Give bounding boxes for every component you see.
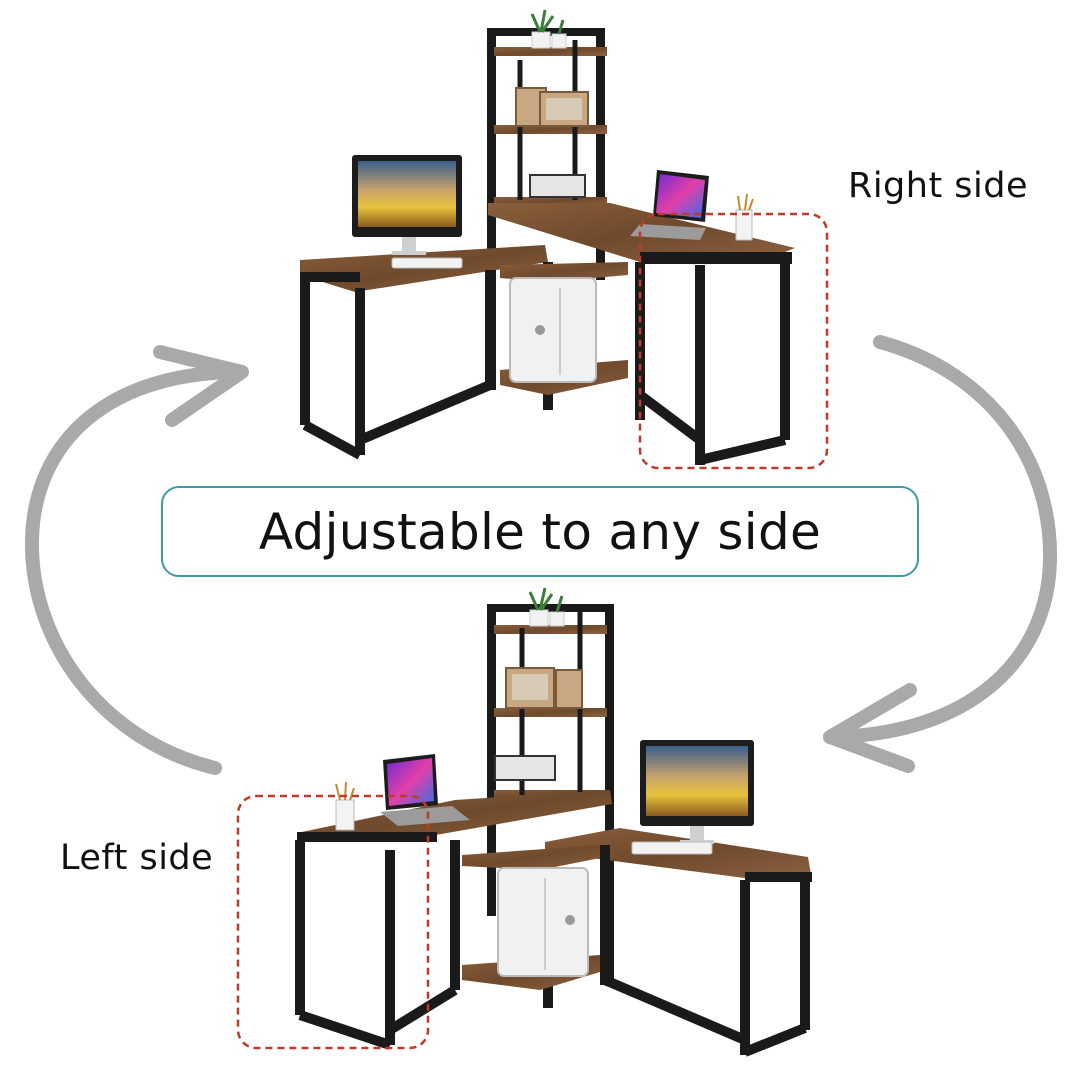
monitor-icon	[631, 740, 754, 855]
picture-frame-icon	[505, 667, 583, 709]
banner-text: Adjustable to any side	[258, 502, 822, 561]
curved-arrow-right-icon	[823, 335, 1058, 773]
pc-tower-icon	[497, 867, 589, 977]
tray-stack	[529, 174, 586, 198]
laptop-icon	[380, 754, 470, 826]
curved-arrow-left-icon	[24, 345, 249, 775]
desk-top-scene	[300, 9, 829, 470]
highlight-right-side	[638, 212, 829, 470]
desk-bottom-scene	[236, 587, 812, 1057]
left-side-label: Left side	[60, 838, 214, 878]
pencil-cup-icon	[735, 193, 754, 241]
picture-frame-icon	[515, 87, 589, 127]
right-side-label: Right side	[848, 166, 1028, 206]
pc-tower-icon	[509, 277, 597, 383]
monitor-icon	[352, 155, 463, 269]
laptop-icon	[630, 170, 709, 240]
pencil-cup-icon	[335, 781, 355, 831]
plant-icon	[530, 9, 567, 49]
highlight-left-side	[236, 794, 430, 1050]
feature-banner: Adjustable to any side	[161, 486, 919, 577]
tray-stack	[494, 755, 556, 781]
plant-icon	[528, 587, 565, 627]
